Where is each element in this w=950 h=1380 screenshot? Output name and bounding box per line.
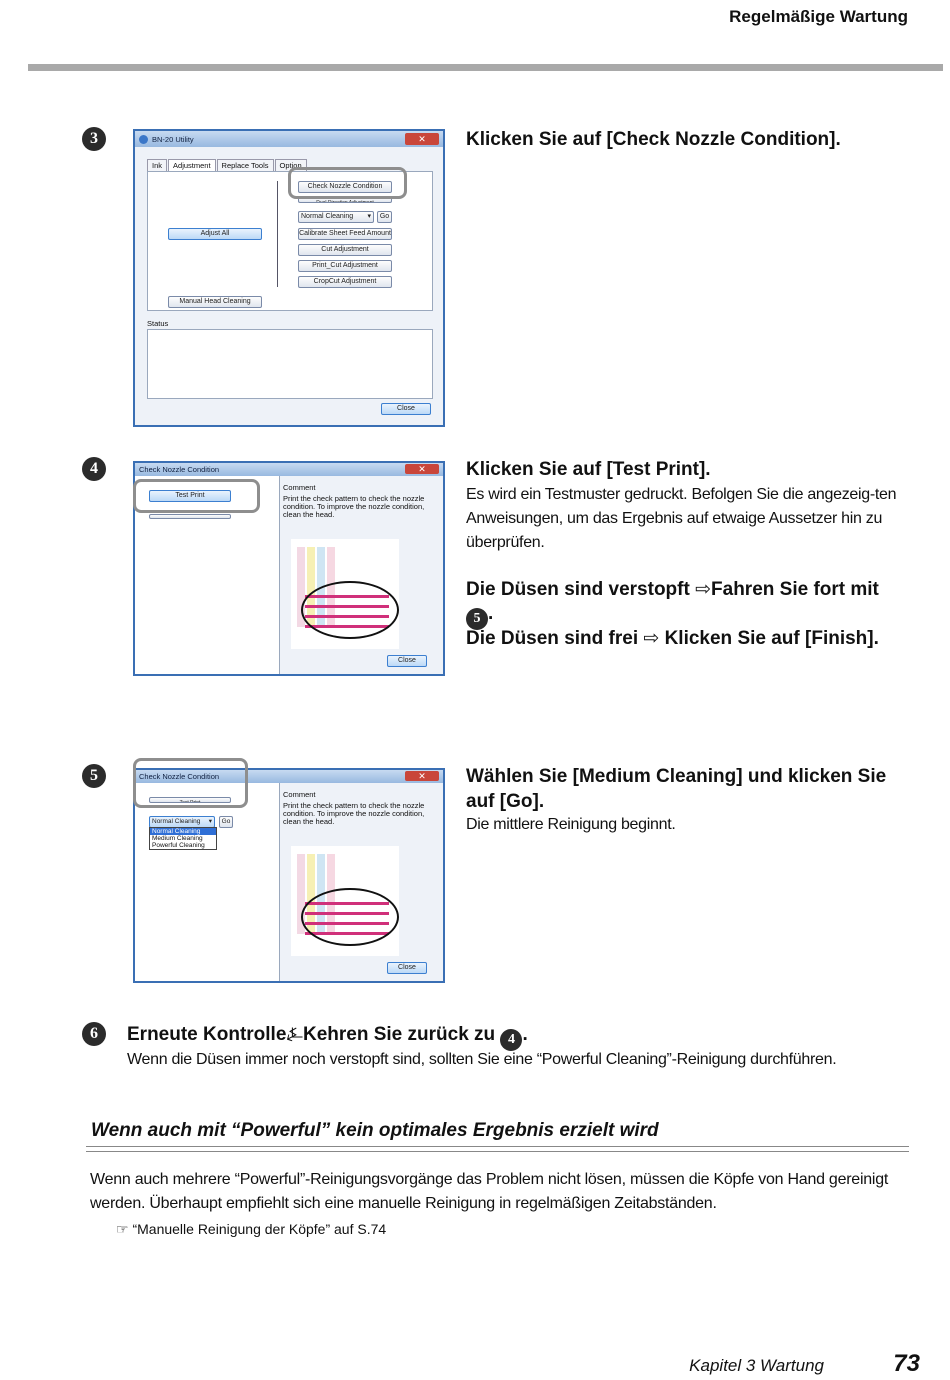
comment-text: Print the check pattern to check the noz… <box>283 801 425 826</box>
window-titlebar: Check Nozzle Condition <box>135 770 443 783</box>
callout-test-print <box>133 479 260 513</box>
go-button[interactable]: Go <box>219 816 233 828</box>
clear-action: Klicken Sie auf [Finish]. <box>659 628 879 649</box>
step-5-title: Wählen Sie [Medium Cleaning] und klicken… <box>466 766 887 812</box>
test-pattern-image <box>291 539 399 649</box>
reference-line: ☞ “Manuelle Reinigung der Köpfe” auf S.7… <box>116 1221 386 1238</box>
close-button[interactable]: Close <box>381 403 431 415</box>
check-nozzle-window: Check Nozzle Condition ✕ Test Print Comm… <box>133 461 445 676</box>
window-title: BN-20 Utility <box>152 134 194 144</box>
window-titlebar: BN-20 Utility <box>135 131 443 147</box>
test-print-button[interactable]: Test Print <box>149 797 231 803</box>
step-6-title-a: Erneute Kontrolle <box>127 1024 287 1045</box>
cleaning-select-value: Normal Cleaning <box>301 213 354 220</box>
print-cut-button[interactable]: Print_Cut Adjustment <box>298 260 392 272</box>
test-print-button[interactable]: Test Print <box>149 490 231 502</box>
arrow-right-icon: ⇨ <box>695 579 712 600</box>
calibrate-button[interactable]: Calibrate Sheet Feed Amount <box>298 228 392 240</box>
page-number: 73 <box>893 1350 920 1377</box>
step-4-body: Es wird ein Testmuster gedruckt. Befolge… <box>466 486 897 551</box>
step-ref-5: 5 <box>466 608 488 630</box>
option-normal-cleaning[interactable]: Normal Cleaning <box>150 828 216 835</box>
hidden-select <box>149 514 231 519</box>
close-icon[interactable]: ✕ <box>405 133 439 145</box>
step-5-number: 5 <box>82 764 106 788</box>
cut-adjustment-button[interactable]: Cut Adjustment <box>298 244 392 256</box>
pointing-hand-icon: ☞ <box>116 1221 129 1237</box>
cleaning-select[interactable]: Normal Cleaning ▾ <box>298 211 374 223</box>
step-4-number: 4 <box>82 457 106 481</box>
check-nozzle-window-dropdown: Check Nozzle Condition ✕ Test Print Norm… <box>133 768 445 983</box>
status-label: Status <box>147 319 169 328</box>
close-icon[interactable]: ✕ <box>405 771 439 781</box>
clogged-action: Fahren Sie fort mit <box>711 579 879 600</box>
cleaning-dropdown-list: Normal Cleaning Medium Cleaning Powerful… <box>149 827 217 850</box>
go-button[interactable]: Go <box>377 211 392 223</box>
step-ref-4: 4 <box>500 1029 523 1051</box>
circle-annotation <box>301 888 399 946</box>
step-6-title-end: . <box>522 1024 528 1045</box>
panel-divider <box>277 181 278 287</box>
step-3-number: 3 <box>82 127 106 151</box>
window-titlebar: Check Nozzle Condition <box>135 463 443 476</box>
clear-label: Die Düsen sind frei <box>466 628 644 649</box>
chevron-down-icon: ▾ <box>208 818 212 825</box>
step-4-clogged: Die Düsen sind verstopft ⇨Fahren Sie for… <box>466 578 906 630</box>
step-5-body: Die mittlere Reinigung beginnt. <box>466 816 676 833</box>
section-rule <box>86 1146 909 1152</box>
cleaning-select-value: Normal Cleaning <box>152 818 201 825</box>
comment-label: Comment <box>283 790 316 799</box>
footer-chapter: Kapitel 3 Wartung <box>689 1356 824 1375</box>
close-icon[interactable]: ✕ <box>405 464 439 474</box>
step-6-title: Erneute Kontrolle⍼Kehren Sie zurück zu 4… <box>127 1022 907 1051</box>
chevron-down-icon: ▾ <box>367 213 371 220</box>
step-4-title: Klicken Sie auf [Test Print]. <box>466 459 711 480</box>
header-title: Regelmäßige Wartung <box>729 7 908 26</box>
pane-divider <box>279 476 280 674</box>
header-rule <box>28 64 943 71</box>
clogged-end: . <box>488 603 494 624</box>
circle-annotation <box>301 581 399 639</box>
left-pane <box>135 783 279 981</box>
check-nozzle-button[interactable]: Check Nozzle Condition <box>298 181 392 193</box>
adjust-all-button[interactable]: Adjust All <box>168 228 262 240</box>
section-heading: Wenn auch mit “Powerful” kein optimales … <box>91 1120 659 1141</box>
cropcut-button[interactable]: CropCut Adjustment <box>298 276 392 288</box>
test-pattern-image <box>291 846 399 956</box>
section-body: Wenn auch mehrere “Powerful”-Reinigungsv… <box>90 1171 889 1212</box>
manual-head-cleaning-button[interactable]: Manual Head Cleaning <box>168 296 262 308</box>
option-powerful-cleaning[interactable]: Powerful Cleaning <box>152 842 205 849</box>
arrow-icon: ⍼ <box>286 1024 303 1045</box>
callout-dropdown <box>133 758 248 808</box>
window-title: Check Nozzle Condition <box>139 465 220 474</box>
step-6-title-b: Kehren Sie zurück zu <box>302 1024 501 1045</box>
reference-link[interactable]: “Manuelle Reinigung der Köpfe” auf S.74 <box>128 1221 387 1237</box>
option-medium-cleaning[interactable]: Medium Cleaning <box>152 835 203 842</box>
step-6-body: Wenn die Düsen immer noch verstopft sind… <box>127 1051 837 1068</box>
clogged-label: Die Düsen sind verstopft <box>466 579 696 600</box>
comment-text: Print the check pattern to check the noz… <box>283 494 425 519</box>
step-6-number: 6 <box>82 1022 106 1046</box>
arrow-right-icon: ⇨ <box>643 628 660 649</box>
app-icon <box>139 134 148 144</box>
step-4-clear: Die Düsen sind frei ⇨ Klicken Sie auf [F… <box>466 626 906 651</box>
callout-check-nozzle <box>288 167 407 199</box>
window-title: Check Nozzle Condition <box>139 772 220 781</box>
comment-label: Comment <box>283 483 316 492</box>
pane-divider <box>279 783 280 981</box>
status-box <box>147 329 433 399</box>
close-button[interactable]: Close <box>387 655 427 667</box>
step-3-title: Klicken Sie auf [Check Nozzle Condition]… <box>466 129 841 150</box>
close-button[interactable]: Close <box>387 962 427 974</box>
